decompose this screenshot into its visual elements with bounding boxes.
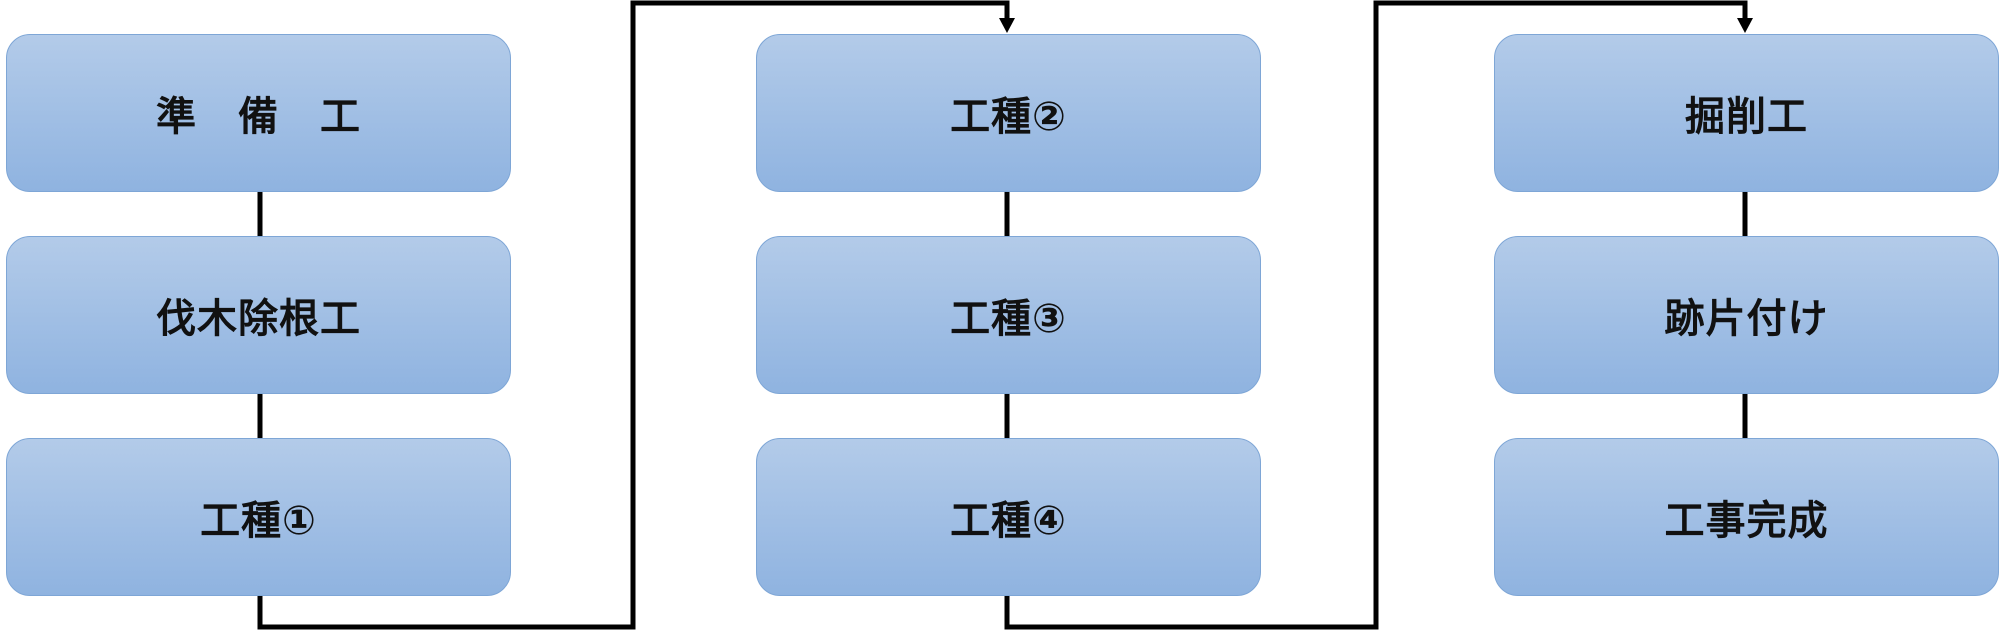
arrowhead-c3 (1737, 18, 1753, 33)
step-label: 工種② (950, 94, 1067, 140)
step-label: 工事完成 (1664, 498, 1829, 544)
step-clearing: 伐木除根工 (6, 236, 511, 394)
connector-c1-to-c2 (257, 0, 1010, 630)
step-label: 工種① (200, 498, 317, 544)
step-preparation: 準 備 工 (6, 34, 511, 192)
step-label: 伐木除根工 (156, 296, 361, 342)
step-work-type-4: 工種④ (756, 438, 1261, 596)
step-label: 掘削工 (1685, 94, 1808, 140)
step-excavation: 掘削工 (1494, 34, 1999, 192)
step-label: 工種③ (950, 296, 1067, 342)
step-label: 準 備 工 (156, 94, 361, 140)
connector-c2-to-c3 (1004, 0, 1748, 630)
step-work-type-1: 工種① (6, 438, 511, 596)
step-label: 跡片付け (1664, 296, 1829, 342)
step-completion: 工事完成 (1494, 438, 1999, 596)
step-label: 工種④ (950, 498, 1067, 544)
step-work-type-2: 工種② (756, 34, 1261, 192)
step-cleanup: 跡片付け (1494, 236, 1999, 394)
arrowhead-c2 (999, 18, 1015, 33)
step-work-type-3: 工種③ (756, 236, 1261, 394)
